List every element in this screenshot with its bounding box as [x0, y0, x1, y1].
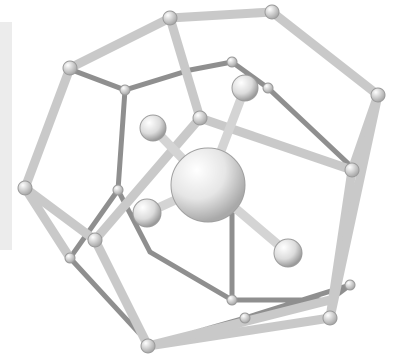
bond: [69, 67, 128, 93]
vertex: [64, 252, 76, 264]
bond: [229, 59, 271, 91]
bond: [165, 13, 205, 123]
bond: [267, 7, 383, 100]
atom: [231, 74, 259, 102]
atom: [132, 198, 162, 228]
bond: [90, 113, 205, 245]
vertex: [226, 56, 238, 68]
bond: [147, 249, 235, 303]
bond: [20, 63, 75, 193]
bond: [143, 295, 335, 351]
bond: [265, 85, 358, 173]
central-atom: [170, 147, 246, 223]
bond: [20, 183, 75, 263]
vertex: [119, 84, 131, 96]
bond: [195, 113, 357, 175]
vertex: [264, 4, 280, 20]
vertex: [370, 87, 386, 103]
vertex: [226, 294, 238, 306]
vertex: [344, 279, 356, 291]
vertex: [87, 232, 103, 248]
vertex: [112, 184, 124, 196]
vertex: [162, 10, 178, 26]
vertex: [344, 162, 360, 178]
vertex: [17, 180, 33, 196]
vertex: [192, 110, 208, 126]
bond: [165, 7, 277, 23]
atom: [273, 238, 303, 268]
bond: [20, 183, 100, 245]
bond: [115, 87, 128, 193]
bond: [325, 90, 383, 323]
bond: [65, 13, 175, 73]
left-gray-panel: [0, 22, 12, 250]
vertex: [62, 60, 78, 76]
vertex: [239, 312, 251, 324]
atom: [139, 114, 167, 142]
vertex: [140, 338, 156, 354]
vertex: [262, 82, 274, 94]
bond: [187, 59, 235, 73]
bond: [67, 187, 121, 261]
vertex: [322, 310, 338, 326]
hydrogen-atoms: [132, 74, 303, 268]
bond: [90, 235, 153, 351]
bond: [122, 67, 193, 93]
cage-vertices: [17, 4, 386, 354]
cage-front-bonds: [20, 7, 383, 351]
